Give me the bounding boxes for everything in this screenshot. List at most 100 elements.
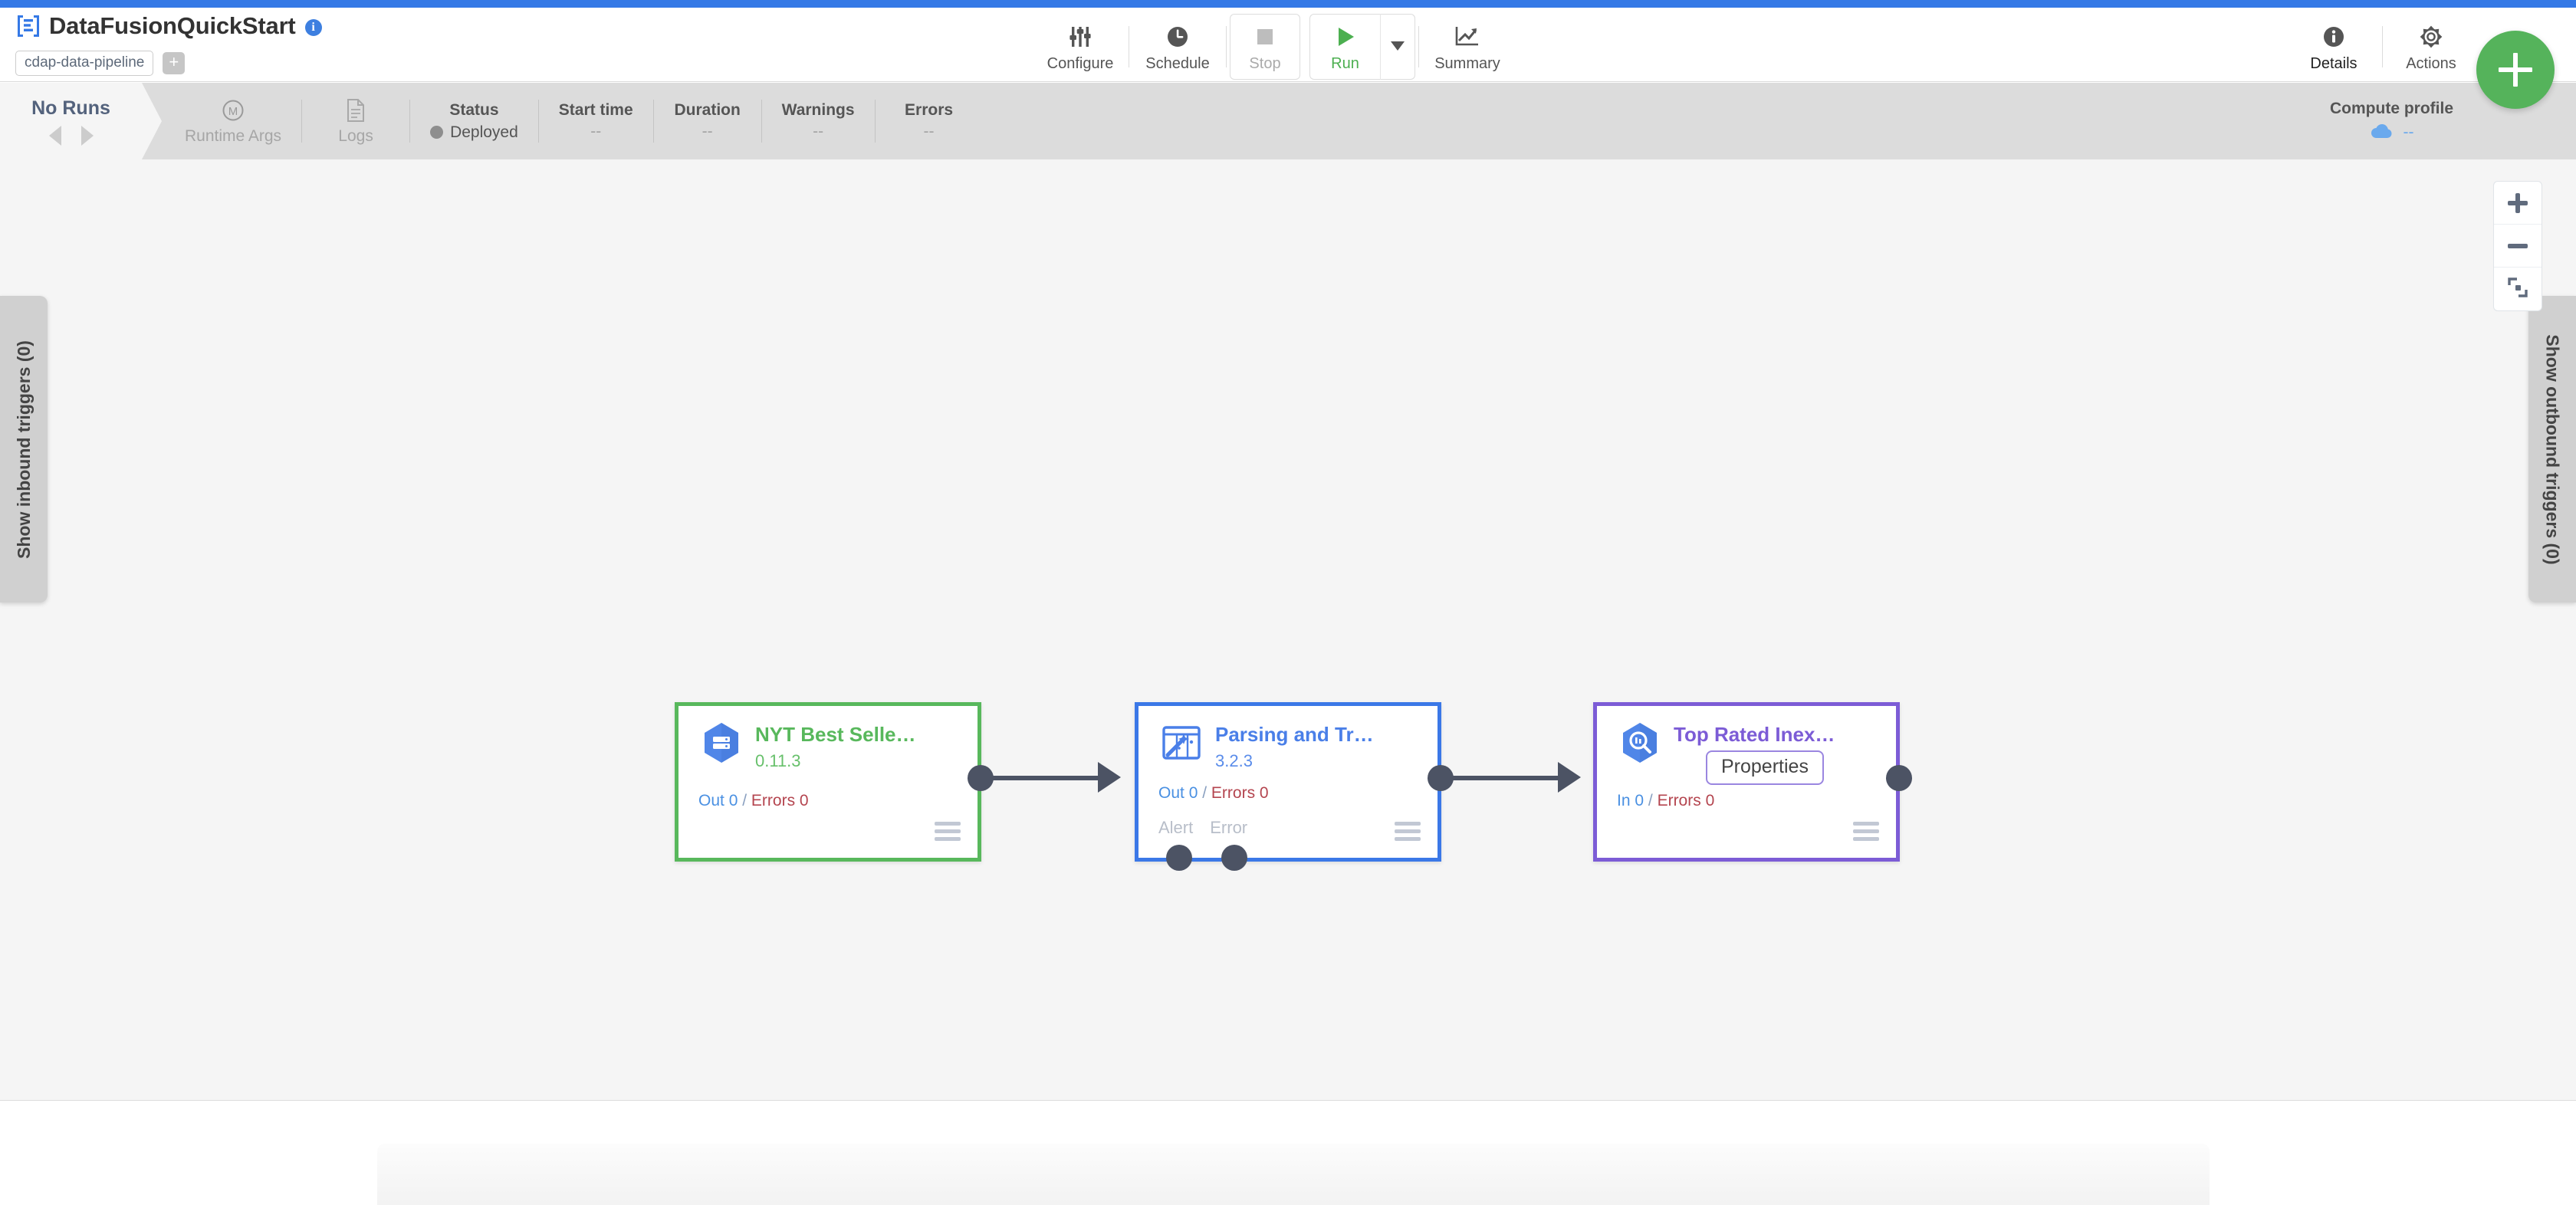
zoom-in-button[interactable] bbox=[2494, 182, 2542, 225]
warnings-field: Warnings -- bbox=[762, 83, 875, 159]
port-out-sink[interactable] bbox=[1886, 765, 1912, 791]
toolbar-divider-2 bbox=[1226, 26, 1227, 67]
node-port-labels: Alert Error bbox=[1158, 818, 1247, 838]
runtime-args-button[interactable]: M Runtime Args bbox=[165, 83, 301, 159]
duration-field: Duration -- bbox=[654, 83, 761, 159]
connector-transform-to-sink bbox=[1449, 776, 1561, 780]
run-label: Run bbox=[1331, 54, 1359, 72]
fit-screen-icon bbox=[2506, 276, 2529, 303]
hamburger-menu-icon[interactable] bbox=[1853, 822, 1879, 841]
triangle-right-icon[interactable] bbox=[80, 125, 94, 146]
actions-button[interactable]: Actions bbox=[2386, 14, 2476, 80]
configure-label: Configure bbox=[1046, 54, 1114, 72]
node-errors-label: Errors bbox=[1657, 792, 1701, 809]
node-metric-sep: / bbox=[1644, 792, 1658, 809]
details-label: Details bbox=[2310, 54, 2358, 72]
duration-value: -- bbox=[702, 123, 713, 140]
configure-button[interactable]: Configure bbox=[1035, 14, 1125, 80]
node-name: NYT Best Selle… bbox=[755, 723, 916, 746]
node-title-block: NYT Best Selle… 0.11.3 bbox=[755, 720, 916, 771]
cdap-logo-icon bbox=[18, 15, 39, 37]
node-in-label: In bbox=[1617, 792, 1631, 809]
port-error-label: Error bbox=[1210, 818, 1248, 837]
triangle-left-icon[interactable] bbox=[48, 125, 61, 146]
pipeline-canvas[interactable]: Show inbound triggers (0) Show outbound … bbox=[0, 159, 2576, 1101]
outbound-triggers-tab[interactable]: Show outbound triggers (0) bbox=[2528, 296, 2576, 602]
connector-arrow-1-icon bbox=[1098, 762, 1121, 793]
add-plugin-fab[interactable] bbox=[2476, 31, 2555, 109]
add-tag-button[interactable]: + bbox=[163, 52, 186, 74]
node-nyt-best-sellers-source[interactable]: NYT Best Selle… 0.11.3 Out 0 / Errors 0 bbox=[675, 702, 981, 862]
node-in-value: 0 bbox=[1635, 792, 1644, 809]
toolbar-divider-4 bbox=[2382, 26, 2383, 67]
compute-profile-field[interactable]: Compute profile -- bbox=[2330, 83, 2453, 159]
node-top-rated-inexpensive-sink[interactable]: Top Rated Inex… Properties In 0 / Errors… bbox=[1593, 702, 1900, 862]
run-dropdown-button[interactable] bbox=[1380, 14, 1415, 80]
document-icon bbox=[345, 97, 366, 123]
properties-tooltip[interactable]: Properties bbox=[1706, 750, 1824, 785]
status-divider-2 bbox=[409, 100, 411, 143]
port-alert-label: Alert bbox=[1158, 818, 1194, 837]
status-divider-4 bbox=[652, 100, 654, 143]
toolbar-center: Configure Schedule Stop bbox=[1035, 14, 1513, 80]
connector-arrow-2-icon bbox=[1558, 762, 1581, 793]
app-header: DataFusionQuickStart i cdap-data-pipelin… bbox=[0, 8, 2576, 82]
errors-value: -- bbox=[923, 123, 935, 140]
node-parsing-and-transform[interactable]: Parsing and Tr… 3.2.3 Out 0 / Errors 0 A… bbox=[1135, 702, 1441, 862]
stop-label: Stop bbox=[1249, 54, 1281, 72]
zoom-controls bbox=[2493, 181, 2542, 311]
clock-icon bbox=[1165, 21, 1191, 52]
runtime-args-label: Runtime Args bbox=[185, 126, 282, 145]
run-nav-arrows bbox=[48, 125, 94, 146]
run-button[interactable]: Run bbox=[1309, 14, 1380, 80]
node-title-block: Parsing and Tr… 3.2.3 bbox=[1215, 720, 1374, 771]
status-badge: Deployed bbox=[430, 123, 518, 142]
start-time-header: Start time bbox=[558, 101, 633, 119]
gear-icon bbox=[2418, 21, 2444, 52]
info-circle-icon bbox=[2321, 21, 2347, 52]
status-divider-6 bbox=[874, 100, 876, 143]
status-divider-1 bbox=[301, 100, 303, 143]
fit-to-screen-button[interactable] bbox=[2494, 268, 2542, 310]
runs-tab[interactable]: No Runs bbox=[0, 83, 142, 159]
node-version: 0.11.3 bbox=[755, 751, 801, 770]
info-icon[interactable]: i bbox=[304, 19, 322, 36]
port-out-source[interactable] bbox=[968, 765, 994, 791]
warnings-header: Warnings bbox=[781, 101, 855, 119]
status-dot-icon bbox=[430, 126, 444, 139]
node-out-label: Out bbox=[1158, 784, 1184, 802]
artifact-chip-row: cdap-data-pipeline + bbox=[15, 51, 186, 76]
bottom-panel-card bbox=[377, 1144, 2210, 1205]
node-metric-sep: / bbox=[1198, 784, 1211, 802]
port-error[interactable] bbox=[1221, 845, 1247, 871]
wrangler-magic-wand-icon bbox=[1158, 720, 1204, 766]
node-header: Parsing and Tr… 3.2.3 bbox=[1138, 706, 1438, 771]
zoom-out-button[interactable] bbox=[2494, 225, 2542, 268]
hamburger-menu-icon[interactable] bbox=[1395, 822, 1421, 841]
connector-source-to-transform bbox=[989, 776, 1102, 780]
inbound-triggers-tab[interactable]: Show inbound triggers (0) bbox=[0, 296, 48, 602]
run-status-bar: No Runs M Runtime Args bbox=[0, 83, 2576, 159]
play-triangle-icon bbox=[1332, 21, 1359, 52]
start-time-value: -- bbox=[590, 123, 602, 140]
details-button[interactable]: Details bbox=[2288, 14, 2379, 80]
database-hexagon-icon bbox=[698, 720, 744, 766]
hamburger-menu-icon[interactable] bbox=[935, 822, 961, 841]
status-value: Deployed bbox=[450, 123, 518, 141]
node-header: Top Rated Inex… bbox=[1597, 706, 1896, 766]
plus-icon bbox=[2499, 53, 2532, 87]
logs-button[interactable]: Logs bbox=[302, 83, 409, 159]
summary-button[interactable]: Summary bbox=[1422, 14, 1513, 80]
port-out-transform[interactable] bbox=[1428, 765, 1454, 791]
schedule-button[interactable]: Schedule bbox=[1132, 14, 1223, 80]
errors-header: Errors bbox=[905, 101, 954, 119]
artifact-type-chip[interactable]: cdap-data-pipeline bbox=[15, 51, 154, 76]
stop-button[interactable]: Stop bbox=[1230, 14, 1300, 80]
brand-block: DataFusionQuickStart i bbox=[15, 12, 322, 40]
node-name: Parsing and Tr… bbox=[1215, 723, 1374, 746]
compute-profile-value-row: -- bbox=[2370, 123, 2414, 143]
port-alert[interactable] bbox=[1166, 845, 1192, 871]
node-metrics: In 0 / Errors 0 bbox=[1617, 792, 1714, 810]
node-errors-value: 0 bbox=[1705, 792, 1715, 809]
